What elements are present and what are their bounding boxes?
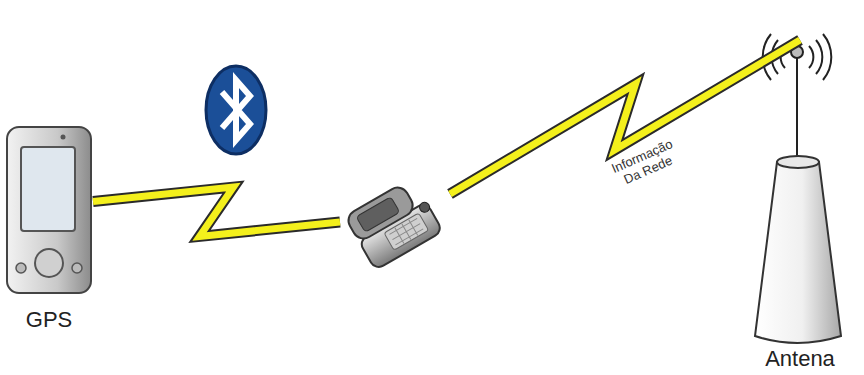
device-label: Antena: [725, 346, 864, 372]
edge-label: Informação Da Rede: [602, 133, 689, 193]
antenna-tower: Antena: [745, 40, 855, 345]
lightning-connector: [450, 40, 800, 194]
lightning-fill: [93, 187, 340, 236]
lightning-outline: [93, 187, 340, 236]
mobile-phone-art: [340, 172, 450, 272]
lightning-connector: [93, 187, 340, 236]
mobile-phone: [340, 172, 450, 272]
bluetooth-oval: [206, 66, 266, 154]
gps-device: GPS: [5, 125, 93, 295]
bluetooth-rune: [222, 80, 250, 140]
device-label: GPS: [0, 307, 113, 333]
gps-device-art: [5, 125, 93, 295]
antenna-tower-art: [745, 40, 855, 345]
lightning-fill: [450, 40, 800, 194]
lightning-outline: [450, 40, 800, 194]
